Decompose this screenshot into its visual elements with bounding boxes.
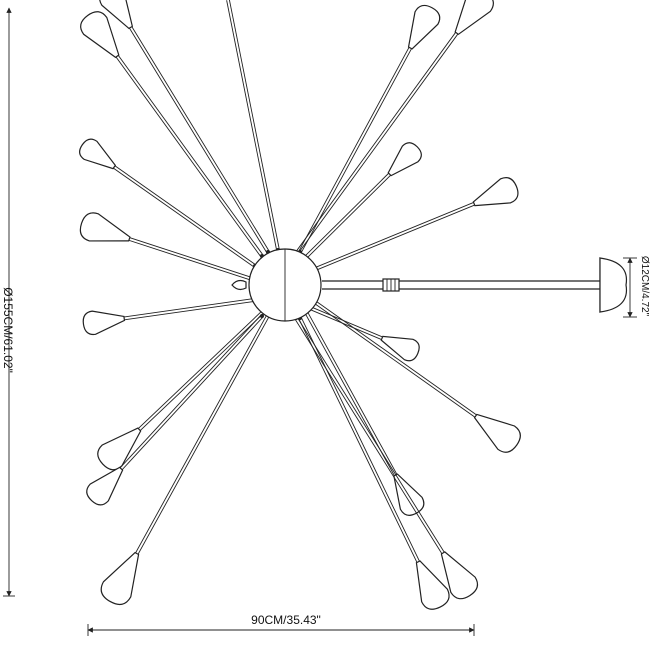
cone-shade-icon (473, 413, 521, 453)
arm-rod (298, 29, 420, 252)
arm-rod (108, 230, 256, 280)
cone-shade-icon (82, 310, 126, 336)
arm-rod (123, 310, 267, 447)
height-dimension: Ø155CM/61.02" (1, 7, 15, 597)
arm-18 (294, 316, 479, 600)
cone-shade-icon (393, 473, 425, 516)
arm-rod (108, 316, 264, 485)
cone-shade-icon (407, 4, 441, 50)
arm-rod (123, 311, 270, 575)
arm-rod (106, 300, 255, 323)
width-label: 90CM/35.43" (251, 613, 321, 627)
arm-rod (308, 196, 494, 274)
cone-shade-icon (454, 0, 494, 36)
arm-5 (294, 0, 494, 256)
arm-1 (99, 0, 270, 254)
chandelier-arms (79, 0, 521, 610)
arm-rod (306, 311, 407, 492)
cone-shade-icon (387, 142, 422, 177)
arm-rod (120, 9, 270, 252)
arm-13 (100, 310, 272, 606)
arm-8 (79, 138, 257, 268)
arm-rod (300, 30, 422, 253)
arm-rod (294, 13, 470, 254)
arm-17 (298, 316, 450, 610)
cone-shade-icon (100, 551, 140, 606)
arm-rod (106, 314, 262, 483)
arm-12 (86, 314, 264, 506)
arm-rod (125, 312, 272, 576)
arm-rod (102, 38, 262, 258)
cone-shade-icon (380, 335, 420, 362)
arm-rod (107, 232, 255, 282)
arm-7 (306, 177, 519, 274)
arm-rod (300, 317, 430, 582)
arm-rod (298, 318, 428, 583)
arm-rod (305, 162, 404, 260)
ceiling-canopy (322, 257, 628, 313)
arm-rod (304, 312, 405, 493)
shade-dimension: Ø12CM/4.72" (623, 256, 650, 318)
arm-rod (104, 36, 264, 256)
arm-rod (303, 160, 402, 258)
arm-rod (228, 0, 280, 250)
arm-socket (260, 314, 264, 318)
arm-rod (296, 317, 457, 572)
arm-rod (100, 155, 257, 266)
arm-4 (298, 4, 441, 254)
shade-label: Ø12CM/4.72" (639, 256, 650, 317)
cone-shade-icon (97, 427, 142, 471)
arm-10 (82, 298, 256, 336)
arm-rod (307, 194, 493, 272)
arm-rod (105, 298, 254, 321)
arm-9 (79, 212, 257, 282)
arm-rod (294, 318, 455, 573)
cone-shade-icon (86, 466, 124, 506)
arm-rod (312, 298, 496, 429)
arm-rod (226, 0, 278, 251)
center-hub (231, 248, 322, 322)
cone-shade-icon (99, 0, 134, 30)
arm-14 (308, 306, 420, 362)
cone-shade-icon (79, 212, 131, 242)
arm-15 (310, 298, 521, 453)
cone-shade-icon (440, 551, 479, 600)
cone-shade-icon (415, 560, 450, 610)
bulb-stub-icon (231, 279, 247, 291)
height-label: Ø155CM/61.02" (1, 287, 15, 373)
cone-shade-icon (472, 177, 519, 207)
arm-2 (80, 11, 264, 258)
arm-rod (118, 10, 268, 253)
arm-3 (226, 0, 280, 252)
canopy-cup (599, 257, 628, 313)
arm-11 (97, 308, 267, 471)
cone-shade-icon (80, 11, 120, 59)
cone-shade-icon (79, 138, 117, 170)
width-dimension: 90CM/35.43" (87, 613, 475, 636)
arm-rod (98, 157, 255, 268)
arm-rod (310, 300, 494, 431)
arm-rod (121, 308, 265, 445)
arm-rod (296, 15, 472, 256)
